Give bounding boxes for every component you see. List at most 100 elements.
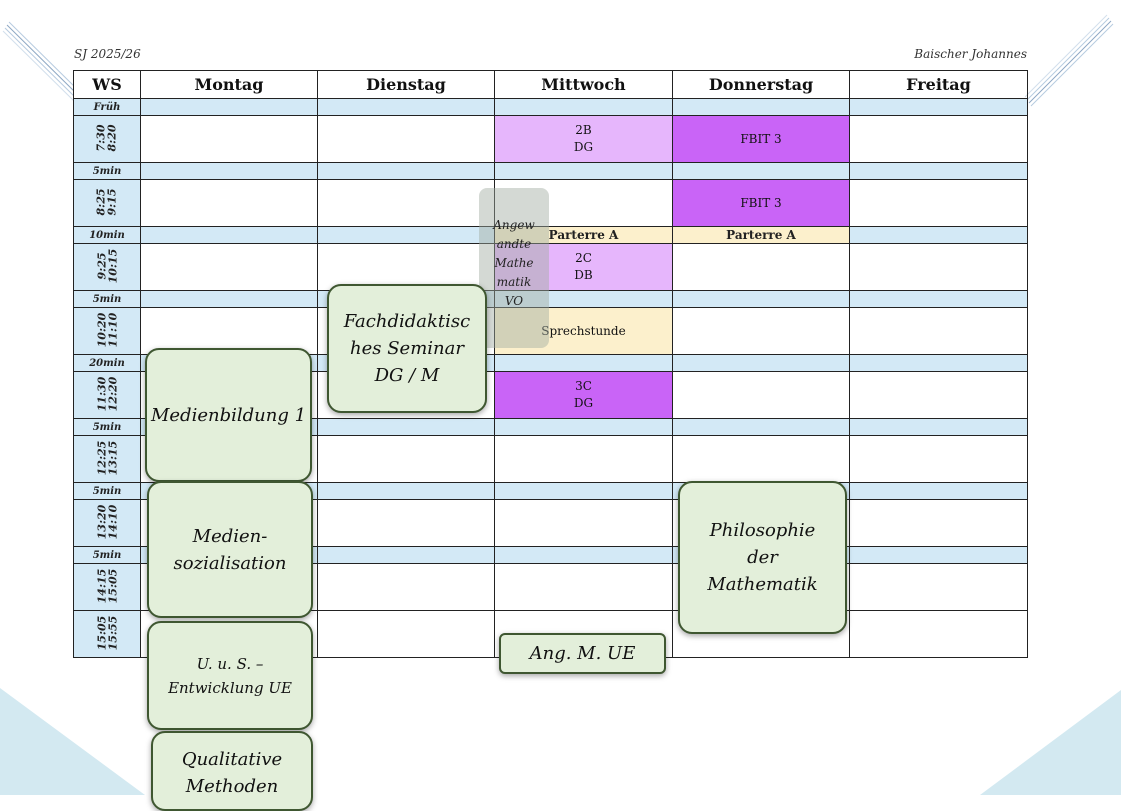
room-cell-thu: Parterre A [672, 226, 850, 244]
lesson-cell-thu-2: FBIT 3 [672, 179, 850, 227]
cell [849, 307, 1028, 355]
time-cell-4: 10:20 11:10 [73, 307, 141, 355]
column-header-monday: Montag [140, 70, 318, 99]
block-line: VO [504, 294, 524, 308]
corner-triangle-bottom-right [980, 690, 1121, 795]
time-label: 9:25 10:15 [95, 248, 119, 283]
block-line: Ang. M. UE [529, 643, 636, 664]
block-line: Qualitative [181, 749, 283, 770]
mediensozialisation-block[interactable]: Medien- sozialisation [147, 481, 313, 618]
ang-m-ue-block[interactable]: Ang. M. UE [499, 633, 666, 674]
cell [494, 499, 673, 547]
cell [672, 435, 850, 483]
block-line: matik [496, 275, 532, 289]
cell [317, 546, 495, 564]
lesson-class: 3C [575, 379, 592, 393]
school-year-label: SJ 2025/26 [74, 47, 141, 61]
time-label-frueh: Früh [73, 98, 141, 116]
block-line: Medienbildung 1 [150, 404, 307, 426]
cell [672, 98, 850, 116]
lesson-cell-thu-1: FBIT 3 [672, 115, 850, 163]
time-label: 10:20 11:10 [95, 312, 119, 347]
corner-triangle-bottom-left [0, 688, 145, 795]
angewandte-mathematik-vo-block[interactable]: Angew andte Mathe matik VO [479, 188, 549, 348]
break-label: 5min [73, 290, 141, 308]
cell [494, 546, 673, 564]
block-line: Philosophie [709, 520, 816, 541]
cell [849, 290, 1028, 308]
time-label: 7:30 8:20 [95, 123, 119, 152]
time-cell-1: 7:30 8:20 [73, 115, 141, 163]
philosophie-mathematik-block[interactable]: Philosophie der Mathematik [678, 481, 847, 634]
cell [849, 546, 1028, 564]
cell [494, 435, 673, 483]
block-line: hes Seminar [350, 338, 464, 359]
time-label: 15:05 15:55 [95, 615, 119, 650]
cell [849, 610, 1028, 658]
time-cell-3: 9:25 10:15 [73, 243, 141, 291]
cell [140, 115, 318, 163]
cell [317, 98, 495, 116]
cell [317, 179, 495, 227]
uus-entwicklung-block[interactable]: U. u. S. – Entwicklung UE [147, 621, 313, 730]
column-header-wednesday: Mittwoch [494, 70, 673, 99]
cell [140, 98, 318, 116]
cell [849, 243, 1028, 291]
block-line: Angew [493, 218, 535, 232]
break-row-3: 5min [73, 290, 1028, 308]
cell [317, 563, 495, 611]
qualitative-methoden-block[interactable]: Qualitative Methoden [151, 731, 313, 811]
cell [849, 499, 1028, 547]
cell [494, 418, 673, 436]
cell [317, 435, 495, 483]
block-line: DG / M [374, 365, 440, 386]
block-line: Entwicklung UE [168, 678, 292, 697]
block-line: andte [496, 237, 532, 251]
break-row-frueh: Früh [73, 98, 1028, 116]
cell [494, 563, 673, 611]
cell [140, 290, 318, 308]
cell [672, 290, 850, 308]
cell [317, 162, 495, 180]
break-label: 5min [73, 418, 141, 436]
time-cell-5: 11:30 12:20 [73, 371, 141, 419]
block-line: sozialisation [173, 552, 287, 574]
cell [317, 482, 495, 500]
time-cell-9: 15:05 15:55 [73, 610, 141, 658]
cell [317, 115, 495, 163]
break-label: 5min [73, 162, 141, 180]
break-label: 5min [73, 482, 141, 500]
cell [672, 307, 850, 355]
cell [849, 435, 1028, 483]
time-cell-6: 12:25 13:15 [73, 435, 141, 483]
time-label: 12:25 13:15 [95, 440, 119, 475]
lesson-class: 2C [575, 251, 592, 265]
cell [849, 98, 1028, 116]
fachdidaktik-seminar-block[interactable]: Fachdidaktisc hes Seminar DG / M [327, 284, 487, 413]
cell [849, 162, 1028, 180]
break-row-2: 10min Parterre A Parterre A [73, 226, 1028, 244]
block-line: Mathematik [707, 574, 818, 595]
time-cell-7: 13:20 14:10 [73, 499, 141, 547]
break-label: 20min [73, 354, 141, 372]
block-line: der [747, 547, 778, 568]
cell [317, 499, 495, 547]
cell [317, 226, 495, 244]
time-cell-2: 8:25 9:15 [73, 179, 141, 227]
office-hours-cell: Sprechstunde [494, 307, 673, 355]
cell [849, 115, 1028, 163]
medienbildung-block[interactable]: Medienbildung 1 [145, 348, 312, 482]
column-header-tuesday: Dienstag [317, 70, 495, 99]
cell [140, 162, 318, 180]
block-line: Fachdidaktisc [343, 311, 471, 332]
cell [140, 179, 318, 227]
time-label: 13:20 14:10 [95, 504, 119, 539]
cell [494, 98, 673, 116]
block-line: Medien- [192, 525, 268, 547]
cell [140, 243, 318, 291]
block-line: Methoden [185, 776, 279, 797]
cell [672, 162, 850, 180]
